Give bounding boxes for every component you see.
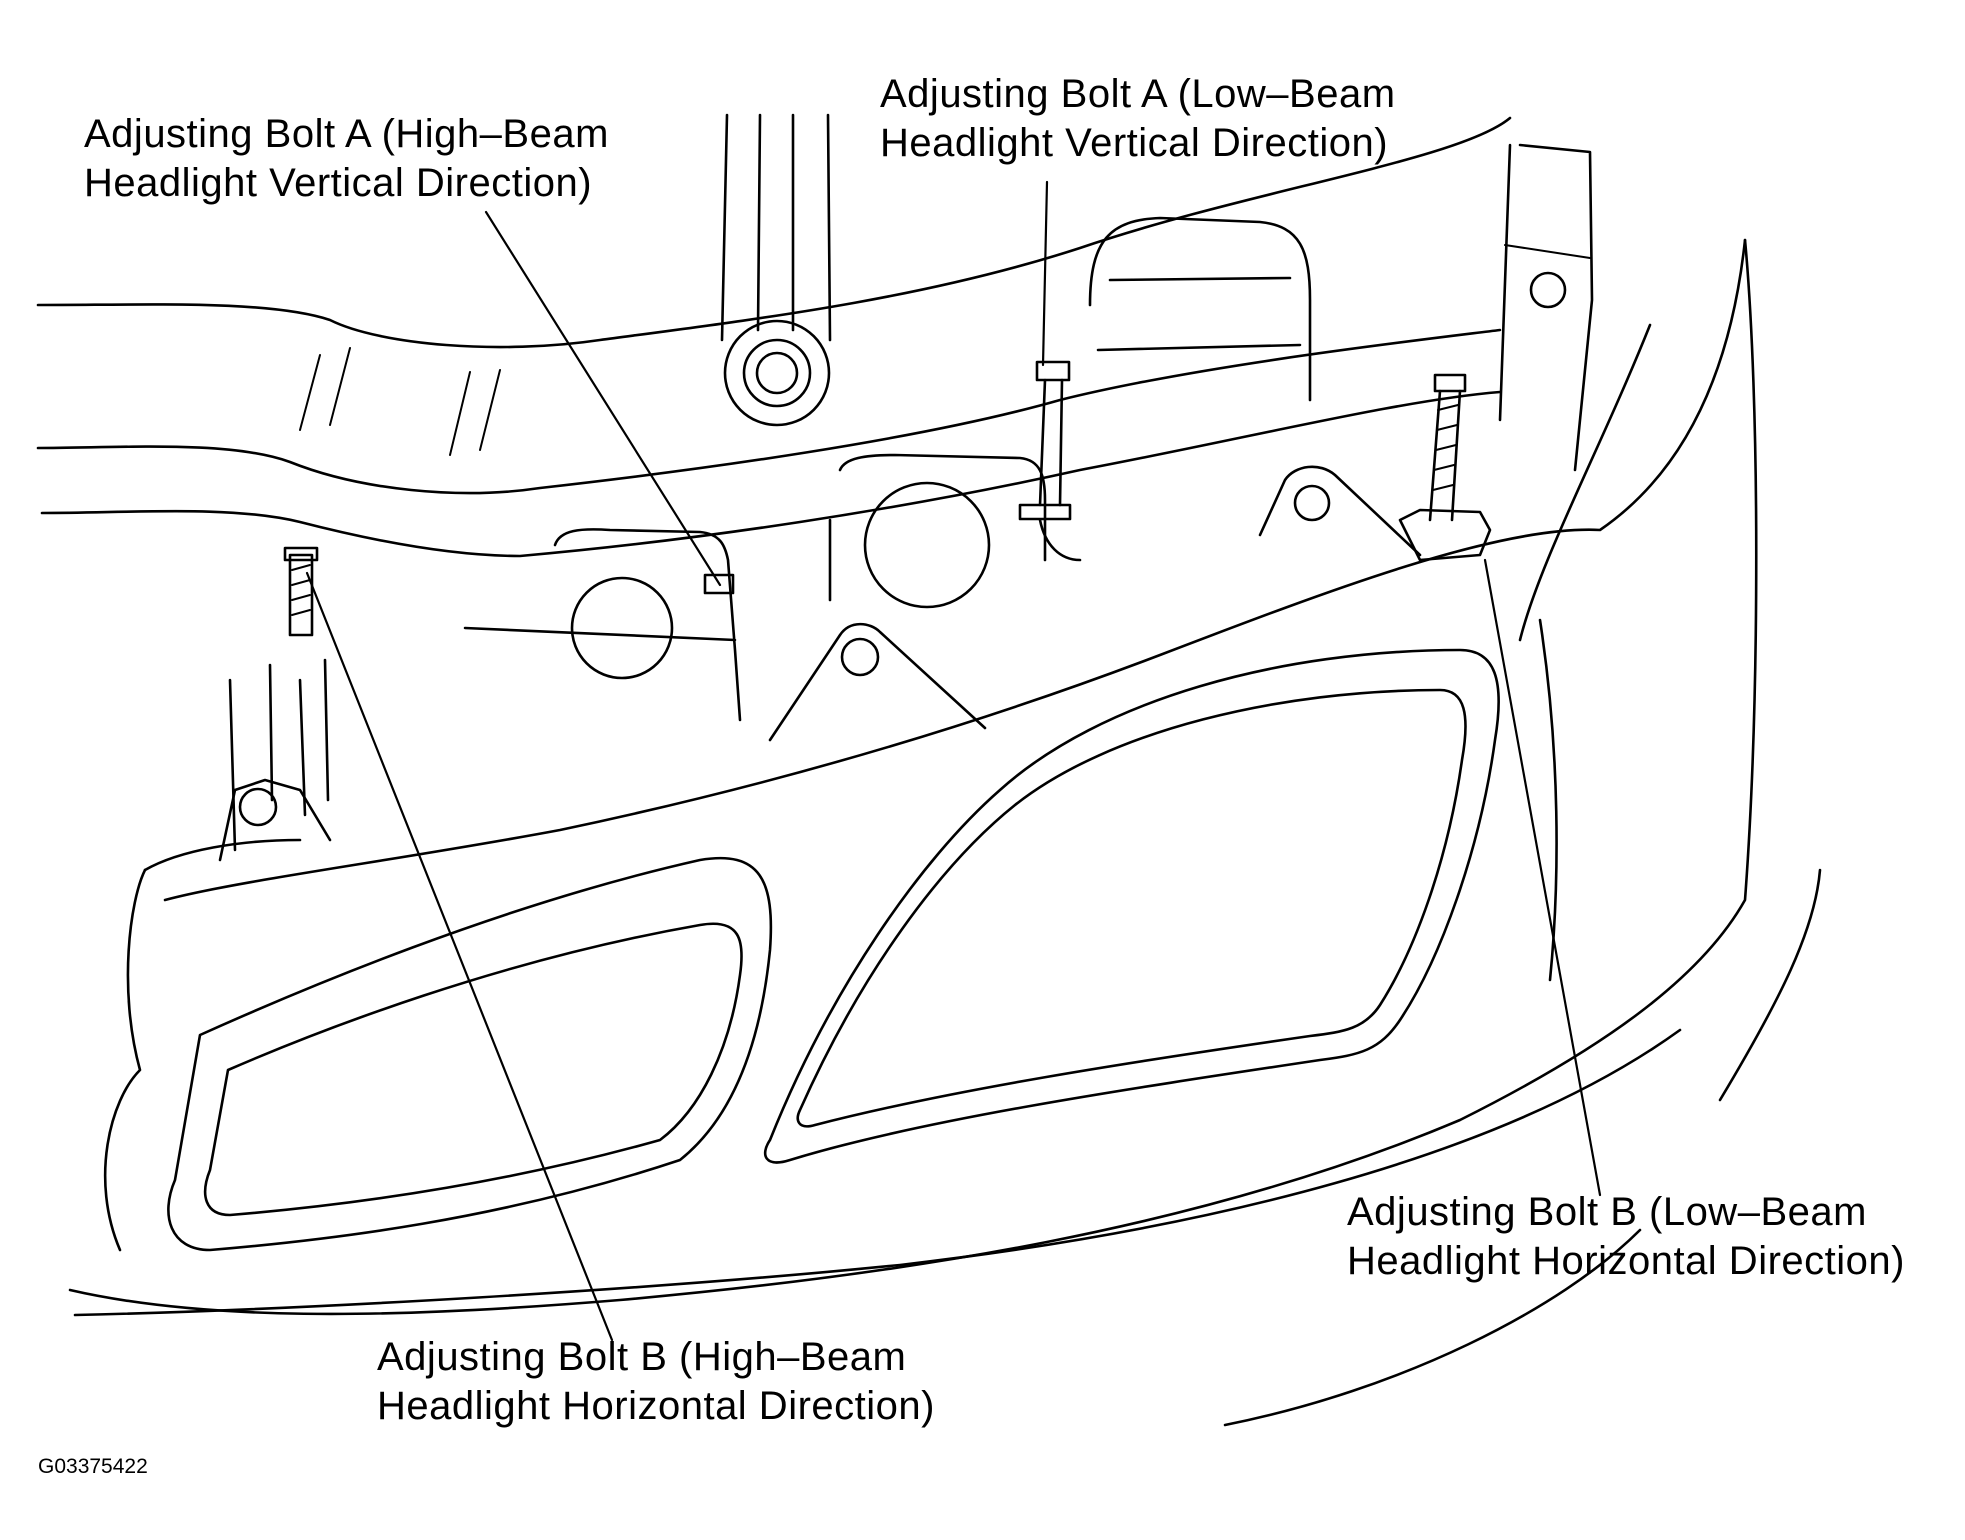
leader-high-beam-horizontal (305, 571, 614, 1342)
headlight-shell (68, 238, 1758, 1317)
leader-low-beam-vertical (1041, 180, 1049, 367)
callout-line-1: Adjusting Bolt B (Low–Beam (1347, 1190, 1867, 1234)
low-beam-bolt-b (1398, 373, 1492, 562)
high-beam-lens (167, 856, 773, 1252)
callout-high-beam-vertical: Adjusting Bolt A (High–Beam Headlight Ve… (84, 110, 609, 208)
mounting-tabs (768, 465, 1422, 742)
leader-lines (305, 180, 1602, 1342)
callout-line-1: Adjusting Bolt B (High–Beam (377, 1335, 907, 1379)
callout-line-2: Headlight Vertical Direction) (880, 121, 1389, 165)
callout-line-1: Adjusting Bolt A (High–Beam (84, 112, 609, 156)
callout-line-2: Headlight Horizontal Direction) (377, 1384, 935, 1428)
high-beam-housing (463, 528, 742, 722)
center-strut (720, 113, 832, 427)
low-beam-bolt-a (1018, 360, 1072, 521)
figure-code: G03375422 (38, 1455, 148, 1478)
leader-low-beam-horizontal (1483, 558, 1602, 1197)
callout-high-beam-horizontal: Adjusting Bolt B (High–Beam Headlight Ho… (377, 1333, 935, 1431)
low-beam-lens (764, 648, 1500, 1164)
upper-body-panel (36, 116, 1512, 558)
bumper-arc (1223, 868, 1822, 1427)
callout-low-beam-horizontal: Adjusting Bolt B (Low–Beam Headlight Hor… (1347, 1188, 1905, 1286)
callout-line-2: Headlight Vertical Direction) (84, 161, 593, 205)
top-right-bracket (1088, 143, 1594, 472)
callout-low-beam-vertical: Adjusting Bolt A (Low–Beam Headlight Ver… (880, 70, 1396, 168)
left-adjuster-assembly (218, 546, 332, 862)
callout-line-2: Headlight Horizontal Direction) (1347, 1239, 1905, 1283)
low-beam-housing (828, 453, 1082, 609)
leader-high-beam-vertical (484, 210, 722, 587)
callout-line-1: Adjusting Bolt A (Low–Beam (880, 72, 1396, 116)
